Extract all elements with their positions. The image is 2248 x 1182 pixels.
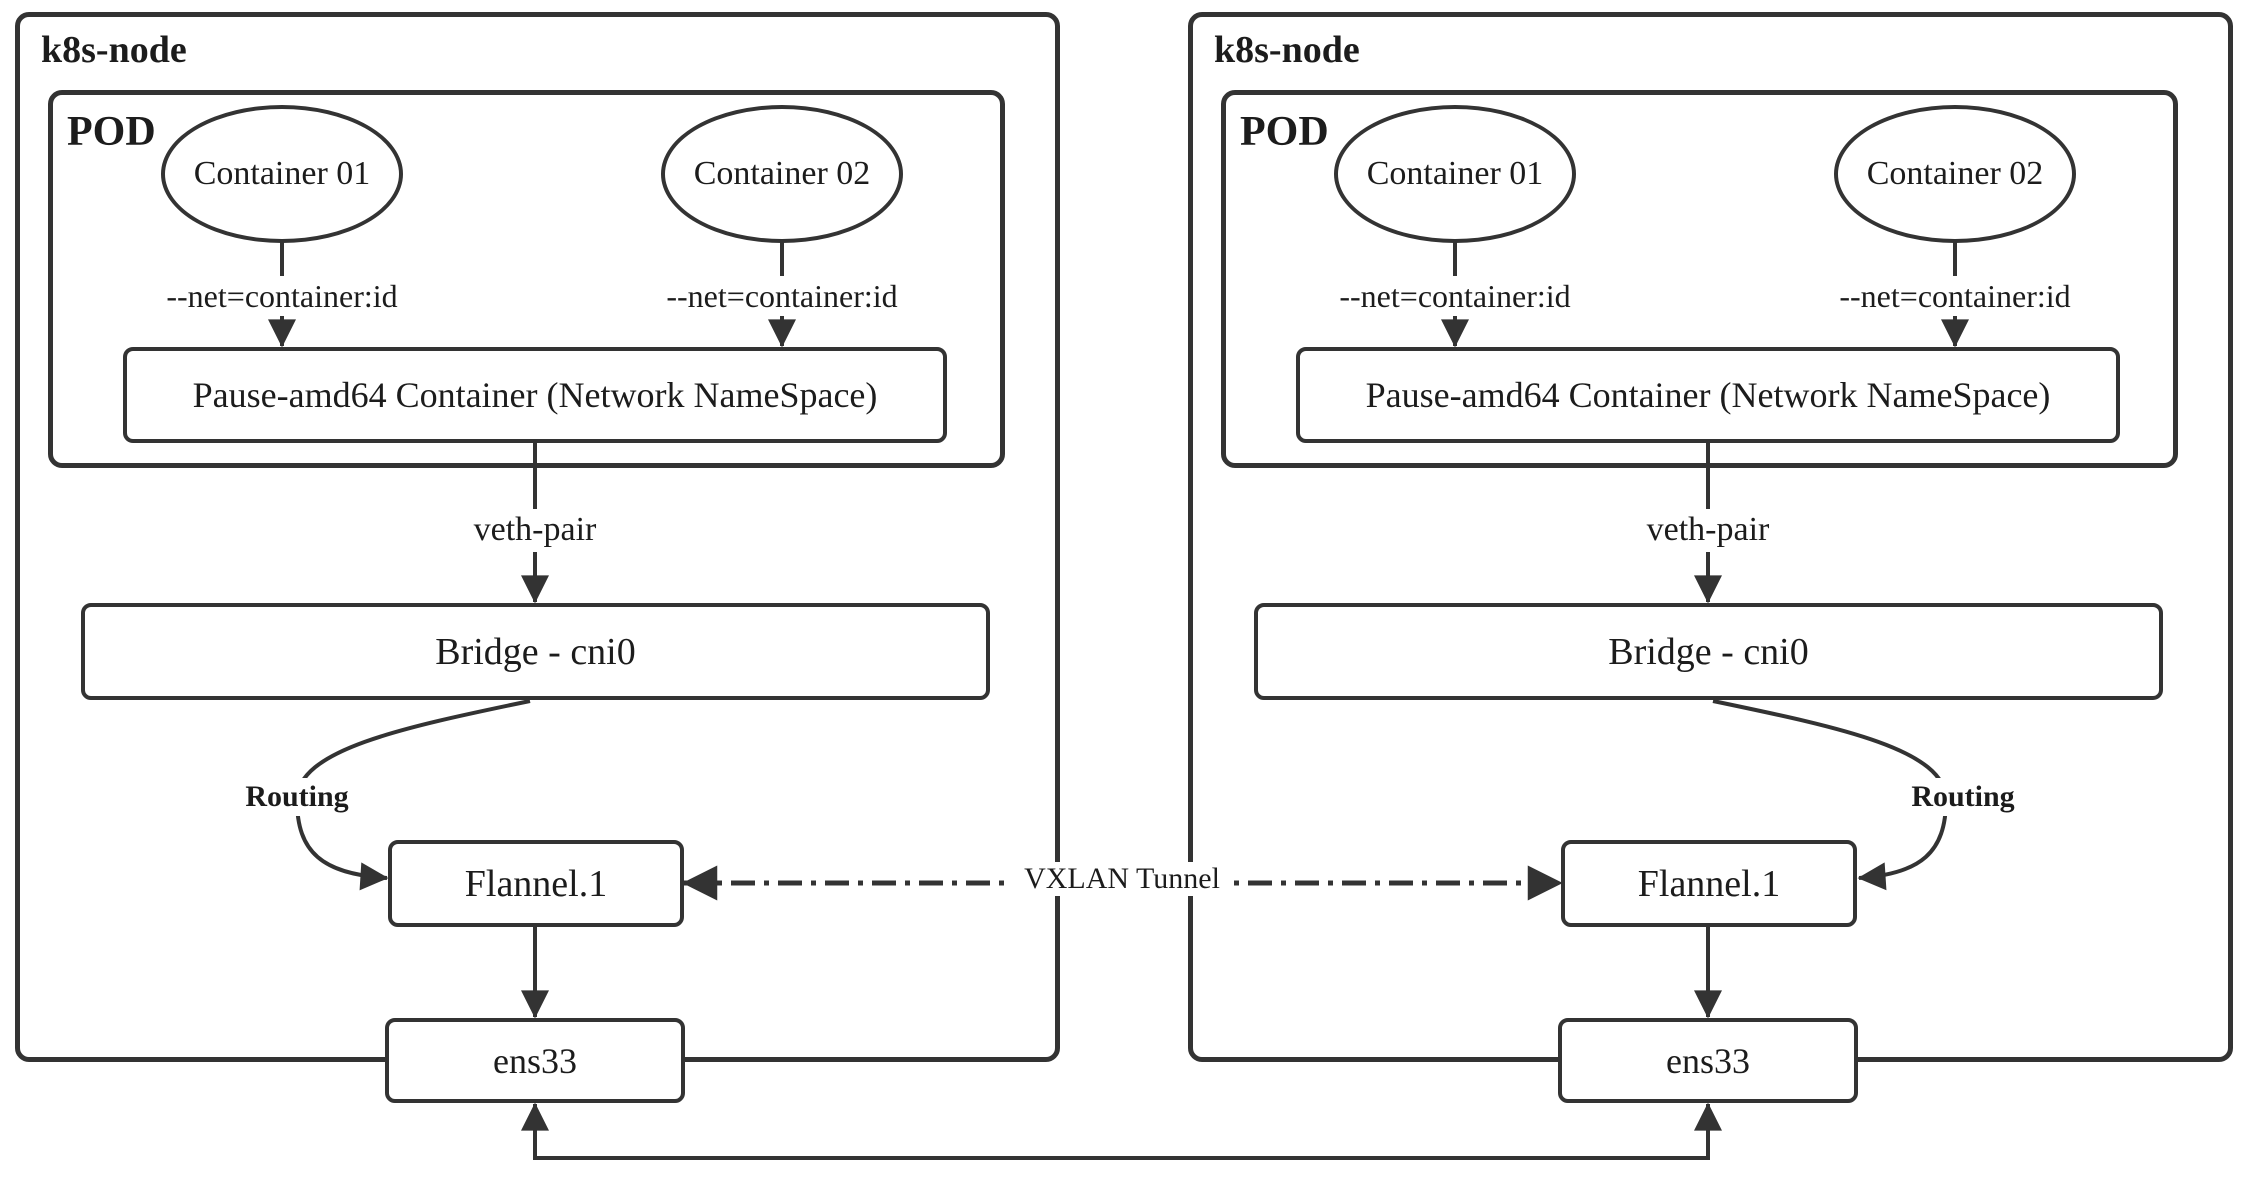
net-container-id-label-right-2: --net=container:id bbox=[1815, 276, 2095, 316]
k8s-node-left: k8s-node POD Container 01 Container 02 -… bbox=[15, 12, 1060, 1103]
veth-pair-label-right: veth-pair bbox=[1608, 509, 1808, 552]
container-02-label-left: Container 02 bbox=[693, 155, 871, 192]
pod-box-right bbox=[1221, 90, 2178, 468]
net-container-id-label-right-1: --net=container:id bbox=[1315, 276, 1595, 316]
pause-container-label-left: Pause-amd64 Container (Network NameSpace… bbox=[192, 375, 878, 415]
bridge-cni0-box-left: Bridge - cni0 bbox=[81, 603, 990, 700]
container-01-ellipse-left: Container 01 bbox=[161, 105, 403, 243]
flannel-box-left: Flannel.1 bbox=[388, 840, 684, 927]
container-02-ellipse-left: Container 02 bbox=[661, 105, 903, 243]
container-02-ellipse-right: Container 02 bbox=[1834, 105, 2076, 243]
pause-container-box-right: Pause-amd64 Container (Network NameSpace… bbox=[1296, 347, 2120, 443]
ens33-box-left: ens33 bbox=[385, 1018, 685, 1103]
k8s-node-left-title: k8s-node bbox=[41, 29, 187, 71]
container-01-ellipse-right: Container 01 bbox=[1334, 105, 1576, 243]
container-02-label-right: Container 02 bbox=[1866, 155, 2044, 192]
ens33-label-left: ens33 bbox=[493, 1040, 577, 1081]
pod-label-left: POD bbox=[67, 109, 156, 155]
ens33-label-right: ens33 bbox=[1666, 1040, 1750, 1081]
k8s-node-right-title: k8s-node bbox=[1214, 29, 1360, 71]
flannel-box-right: Flannel.1 bbox=[1561, 840, 1857, 927]
bridge-cni0-label-right: Bridge - cni0 bbox=[1608, 630, 1809, 673]
container-01-label-left: Container 01 bbox=[193, 155, 371, 192]
vxlan-tunnel-label: VXLAN Tunnel bbox=[1012, 862, 1232, 896]
routing-label-right: Routing bbox=[1893, 778, 2033, 816]
k8s-node-right: k8s-node POD Container 01 Container 02 -… bbox=[1188, 12, 2233, 1103]
veth-pair-label-left: veth-pair bbox=[435, 509, 635, 552]
flannel-label-right: Flannel.1 bbox=[1637, 862, 1781, 905]
net-container-id-label-left-2: --net=container:id bbox=[642, 276, 922, 316]
pause-container-label-right: Pause-amd64 Container (Network NameSpace… bbox=[1365, 375, 2051, 415]
routing-label-left: Routing bbox=[227, 778, 367, 816]
flannel-label-left: Flannel.1 bbox=[464, 862, 608, 905]
container-01-label-right: Container 01 bbox=[1366, 155, 1544, 192]
pause-container-box-left: Pause-amd64 Container (Network NameSpace… bbox=[123, 347, 947, 443]
bridge-cni0-box-right: Bridge - cni0 bbox=[1254, 603, 2163, 700]
ens33-box-right: ens33 bbox=[1558, 1018, 1858, 1103]
bridge-cni0-label-left: Bridge - cni0 bbox=[435, 630, 636, 673]
pod-label-right: POD bbox=[1240, 109, 1329, 155]
net-container-id-label-left-1: --net=container:id bbox=[142, 276, 422, 316]
ens-to-ens-bottom-link bbox=[521, 1102, 1722, 1160]
pod-box-left bbox=[48, 90, 1005, 468]
